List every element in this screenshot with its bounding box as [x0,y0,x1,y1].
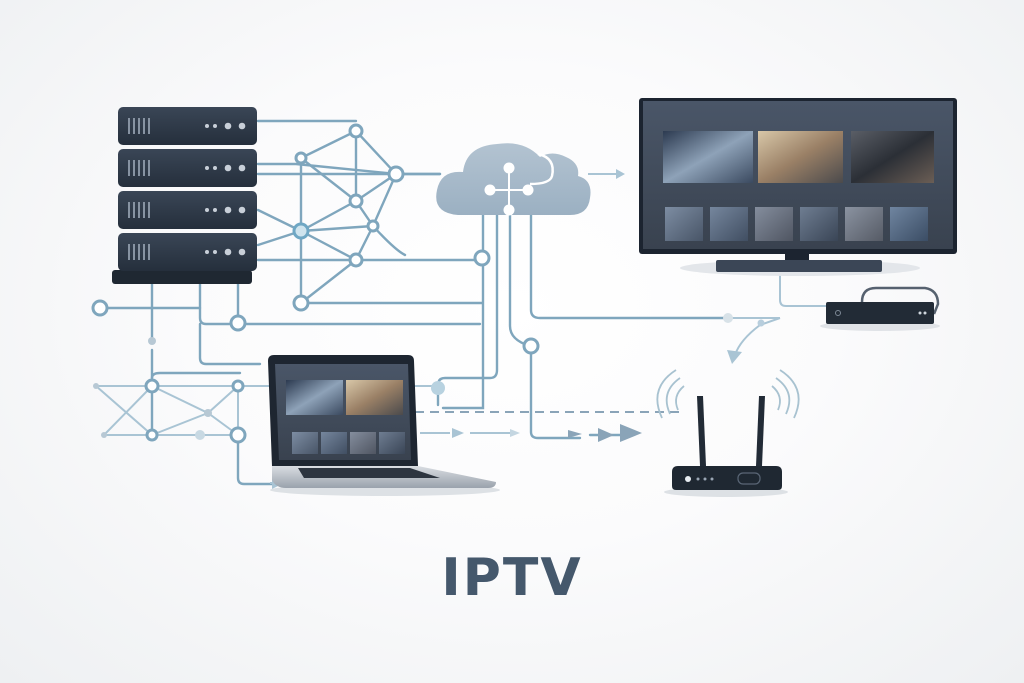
status-led [205,124,209,128]
arrow-icon [598,428,614,442]
node-dot [757,319,765,327]
status-led [205,208,209,212]
mesh [299,129,398,305]
node-active [292,222,310,240]
status-led [224,248,232,256]
node [144,378,160,394]
link [734,317,781,356]
smart-tv [639,98,957,276]
laptop-featured-tile [286,380,343,415]
node [473,249,491,267]
node [91,299,109,317]
node [229,314,247,332]
link [779,270,830,307]
stb-body [826,302,934,324]
link [150,371,242,380]
status-led [205,166,209,170]
status-led [238,248,246,256]
cable [860,286,940,315]
laptop [268,355,500,496]
arrow-icon [510,429,520,437]
server-unit [118,233,257,271]
antenna [697,396,706,466]
laptop-keyboard [298,468,440,478]
server-base [112,270,252,284]
link [436,213,499,407]
tv-stand [716,260,882,272]
status-led [224,164,232,172]
link [529,213,727,320]
power-icon [835,310,841,316]
tv-featured-tile [758,131,843,183]
node [294,151,308,165]
node-dot [431,381,445,395]
status-led [213,250,217,254]
wifi-router [656,369,800,497]
arrow-icon [616,169,625,179]
link [198,322,262,366]
mesh [95,385,270,436]
status-led [224,206,232,214]
server-unit [118,149,257,187]
link [441,213,485,410]
status-led [238,122,246,130]
antenna [756,396,765,466]
arrow-icon [727,350,742,364]
laptop-featured-tile [346,380,403,415]
link [256,162,398,176]
arrow-icon [452,428,464,438]
node [522,337,540,355]
set-top-box [820,286,940,331]
node [229,426,247,444]
status-led [238,206,246,214]
cloud-icon [436,143,591,216]
node-dot [101,432,107,438]
node-dot [723,313,733,323]
node [348,193,364,209]
iptv-title: IPTV [441,548,583,608]
server-unit [118,191,257,229]
node [348,123,364,139]
node-dot [195,430,205,440]
status-led [213,124,217,128]
link [236,433,282,486]
tv-featured-tile [851,131,934,183]
node [348,252,364,268]
tv-featured-tile [663,131,753,183]
link [198,281,482,326]
wifi-signal-icon [656,369,800,419]
network-lines [95,119,830,489]
link [508,213,532,348]
status-led [213,166,217,170]
arrow-icon [568,430,582,438]
link [529,344,582,440]
node [145,428,159,442]
tv-neck [785,254,809,262]
status-led [224,122,232,130]
network-nodes [91,123,765,444]
status-led [238,164,246,172]
node-dot [93,383,99,389]
status-led [205,250,209,254]
status-led [213,208,217,212]
node [231,379,245,393]
server-unit [118,107,257,145]
node [292,294,310,312]
node [387,165,405,183]
node-dot [204,409,212,417]
server-rack [112,107,257,284]
node [366,219,380,233]
node-dot [148,337,156,345]
arrow-icon [620,424,642,442]
